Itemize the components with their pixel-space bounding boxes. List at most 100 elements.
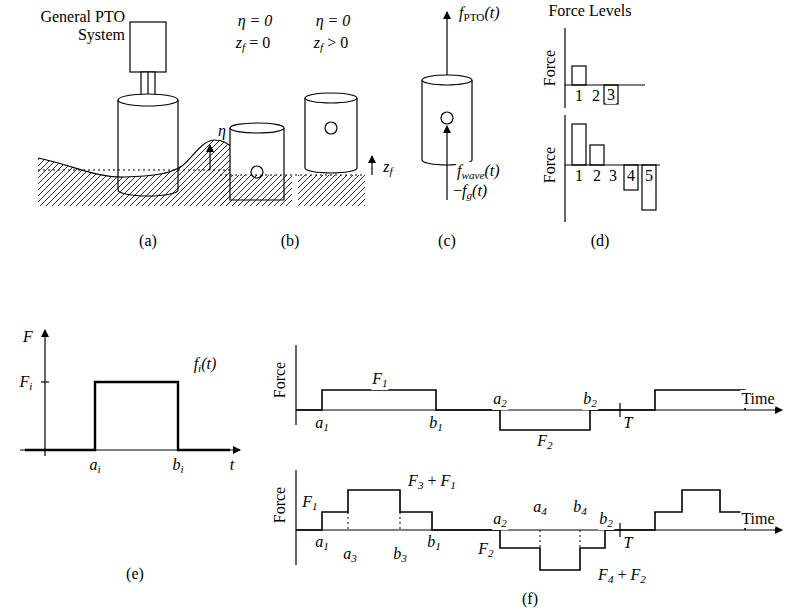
subscript: 3 — [418, 479, 424, 491]
subscript: 2 — [547, 439, 553, 451]
subscript: 1 — [450, 479, 456, 491]
label-text: a — [315, 533, 323, 550]
buoy-at-rest — [220, 123, 292, 206]
axis-label: Force — [271, 486, 289, 524]
math-label: F2 — [477, 540, 494, 560]
label-text: f — [462, 182, 466, 199]
label-text: b — [172, 456, 180, 473]
math-label: zf = 0 — [235, 34, 275, 54]
mean-level — [220, 174, 365, 175]
math-label: F1 — [301, 493, 318, 513]
subscript: 2 — [501, 517, 507, 529]
math-label: 1 — [574, 87, 584, 105]
label-text: F — [537, 432, 547, 449]
label-text: a — [315, 414, 323, 431]
subscript: 1 — [382, 377, 388, 389]
label-text: = 0 — [249, 34, 270, 51]
label-text: Force — [271, 362, 288, 398]
math-label: b2 — [598, 510, 614, 530]
math-label: η — [217, 122, 227, 140]
subscript: 2 — [488, 547, 494, 559]
label-text: F — [23, 328, 33, 345]
label-text: a — [493, 390, 501, 407]
label-text: F — [302, 493, 312, 510]
subscript: 2 — [501, 397, 507, 409]
label-text: F — [408, 472, 418, 489]
subscript: 1 — [435, 540, 441, 552]
label-text: η = 0 — [238, 12, 273, 29]
math-label: F3+F1 — [407, 472, 457, 492]
label-text: Force Levels — [548, 2, 631, 19]
subscript: i — [29, 380, 32, 392]
label-text: 1 — [575, 87, 583, 104]
axis-label: Force — [541, 49, 559, 87]
math-label: b2 — [582, 390, 598, 410]
math-label: T — [623, 414, 634, 432]
wave-water — [38, 140, 236, 206]
pto-system — [130, 22, 166, 98]
label-text: F — [631, 566, 641, 583]
subscript: 3 — [401, 552, 407, 564]
label-text: a — [493, 510, 501, 527]
subscript: f — [320, 41, 323, 53]
pulse-train-two-level — [296, 345, 782, 430]
subscript: f — [242, 41, 245, 53]
math-label: (f) — [521, 590, 539, 608]
subscript: i — [198, 362, 201, 374]
single-pulse — [20, 330, 240, 456]
label-text: + — [427, 472, 436, 489]
subscript: i — [97, 463, 100, 475]
label-text: (b) — [281, 232, 300, 249]
subscript: 1 — [437, 421, 443, 433]
system-label: General PTO System — [24, 8, 126, 43]
subscript: i — [180, 463, 183, 475]
math-label: t — [229, 456, 235, 474]
subscript: 1 — [312, 500, 318, 512]
math-label: bi — [171, 456, 184, 476]
math-label: Force Levels — [547, 2, 632, 20]
label-text: 4 — [627, 167, 635, 184]
label-text: (c) — [438, 232, 456, 249]
label-text: + — [617, 566, 626, 583]
subscript: 1 — [323, 540, 329, 552]
math-label: η = 0 — [237, 12, 274, 30]
label-text: (t) — [484, 162, 499, 179]
subscript: g — [466, 189, 472, 201]
math-label: b1 — [426, 533, 442, 553]
label-text: z — [314, 34, 320, 51]
label-text: f — [459, 4, 463, 21]
label-text: F — [372, 370, 382, 387]
subscript: 4 — [581, 505, 587, 517]
label-text: 2 — [593, 167, 601, 184]
subscript: PTO — [463, 11, 484, 23]
math-label: Time — [740, 390, 775, 408]
math-label: η = 0 — [315, 12, 352, 30]
label-text: F — [478, 540, 488, 557]
math-label: F2 — [536, 432, 553, 452]
heave-arrow — [371, 156, 372, 175]
math-label: a2 — [492, 390, 508, 410]
label-text: 2 — [592, 87, 600, 104]
label-text: Time — [741, 510, 774, 527]
math-label: ai — [88, 456, 101, 476]
subscript: 3 — [351, 552, 357, 564]
label-text: F — [441, 472, 451, 489]
label-text: 3 — [607, 86, 615, 103]
math-label: 4 — [626, 167, 636, 185]
subscript: 4 — [541, 505, 547, 517]
math-label: fwave(t) — [456, 162, 501, 182]
label-text: Force — [271, 487, 288, 523]
math-label: a4 — [532, 498, 548, 518]
label-text: b — [393, 545, 401, 562]
math-label: F — [22, 328, 34, 346]
label-text: a — [343, 545, 351, 562]
math-label: Time — [740, 510, 775, 528]
label-text: z — [236, 34, 242, 51]
axis-label: Force — [541, 146, 559, 184]
math-label: F4+F2 — [597, 566, 647, 586]
math-label: 3 — [608, 167, 618, 185]
math-label: b1 — [428, 414, 444, 434]
math-label: −fg(t) — [452, 182, 488, 202]
